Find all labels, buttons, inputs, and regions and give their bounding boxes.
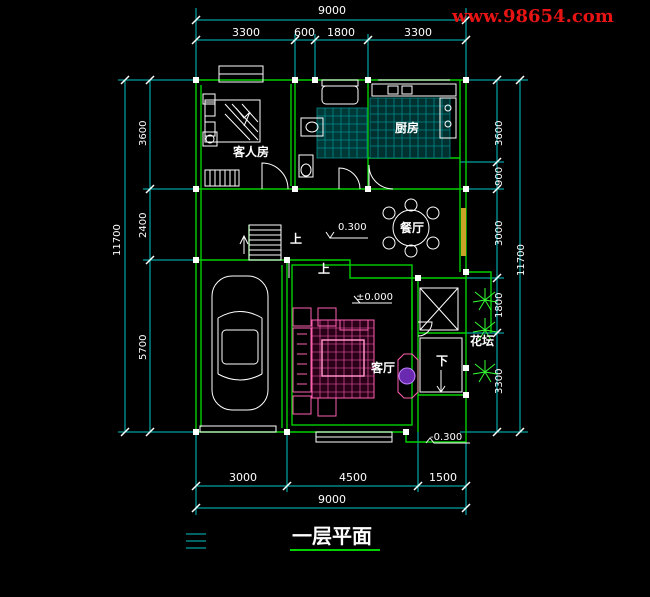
label-kitchen: 厨房 [395, 120, 419, 135]
label-guest-room: 客人房 [232, 144, 269, 159]
dimension-ticks [120, 15, 525, 513]
columns [193, 77, 469, 435]
dim-right-1: 3600 [494, 121, 505, 146]
level-marker-hall [325, 231, 368, 239]
plant-icon [472, 288, 498, 383]
dim-top-3: 1800 [327, 26, 355, 39]
dim-left-3: 5700 [138, 335, 149, 360]
living-sofa [292, 307, 369, 417]
level-hall: 0.300 [338, 222, 367, 233]
dim-top-4: 3300 [404, 26, 432, 39]
living-carpet [311, 319, 375, 399]
bathroom-fixtures [298, 85, 359, 178]
walls [195, 79, 492, 443]
dim-right-5: 3300 [494, 369, 505, 394]
level-marker-entry [425, 437, 470, 444]
dimension-lines [118, 8, 528, 515]
kitchen-fixtures [371, 83, 457, 139]
dim-right-3: 3000 [494, 221, 505, 246]
dim-top-1: 3300 [232, 26, 260, 39]
dining-table [382, 198, 440, 258]
bathroom-tile [316, 107, 368, 159]
guest-wardrobe [204, 169, 240, 187]
dim-right-overall: 11700 [516, 244, 527, 276]
plan-title: 一层平面 [292, 524, 372, 548]
label-dining: 餐厅 [400, 220, 424, 235]
dim-bottom-3: 1500 [429, 471, 457, 484]
dim-left-overall: 11700 [112, 224, 123, 256]
car-icon [211, 275, 269, 411]
dim-left-1: 3600 [138, 121, 149, 146]
windows [199, 65, 450, 443]
label-stair-down: 下 [436, 354, 448, 368]
dim-bottom-1: 3000 [229, 471, 257, 484]
stairs [239, 224, 282, 261]
dim-bottom-overall: 9000 [318, 493, 346, 506]
dim-left-2: 2400 [138, 213, 149, 238]
dining-partition [461, 208, 466, 256]
section-mark [186, 533, 206, 549]
dim-top-2: 600 [294, 26, 315, 39]
kitchen-tile [369, 97, 451, 159]
level-entry: -0.300 [430, 432, 462, 443]
dim-top-overall: 9000 [318, 4, 346, 17]
doors [261, 162, 433, 337]
dim-bottom-2: 4500 [339, 471, 367, 484]
label-stair-up-1: 上 [290, 231, 302, 246]
guest-bed [202, 93, 261, 147]
dim-right-4: 1800 [494, 293, 505, 318]
label-flower-bed: 花坛 [470, 333, 494, 348]
watermark-text: www.98654.com [451, 6, 614, 27]
dim-right-2: 900 [494, 167, 505, 186]
tv-cabinet [397, 353, 419, 399]
label-stair-up-2: 上 [318, 261, 330, 276]
entry-stair [419, 287, 463, 393]
level-living: ±0.000 [356, 292, 393, 303]
label-living: 客厅 [370, 360, 395, 375]
